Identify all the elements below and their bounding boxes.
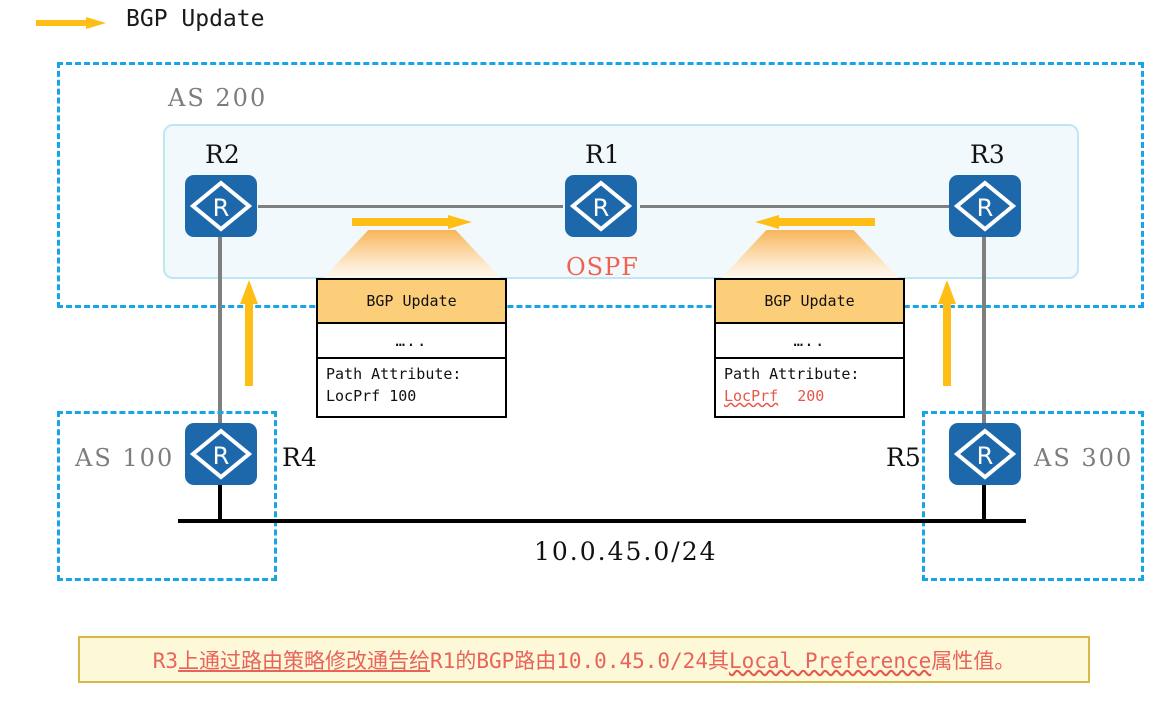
bgp-update-right-body: Path Attribute: LocPrf 200 (716, 359, 903, 416)
router-icon-r4[interactable]: R (185, 423, 257, 485)
caption-banner: R3上通过路由策略修改通告给R1的BGP路由10.0.45.0/24其Local… (78, 636, 1090, 683)
bgp-update-right-header: BGP Update (716, 280, 903, 324)
router-icon-r2[interactable]: R (185, 175, 257, 237)
as200-zone (57, 62, 1144, 308)
flow-arrow-up-left-icon (240, 280, 258, 386)
legend-label: BGP Update (126, 6, 265, 32)
as300-label: AS 300 (1034, 444, 1134, 472)
bgp-update-box-right[interactable]: BGP Update ….. Path Attribute: LocPrf 20… (714, 278, 905, 418)
svg-text:R: R (977, 442, 994, 470)
caption-part-route: 路由 (514, 648, 557, 673)
bgp-update-right-attr-value: 200 (797, 386, 825, 405)
flow-arrow-left-icon (755, 214, 875, 229)
flow-arrow-up-right-icon (938, 280, 956, 386)
bgp-update-right-attr-line: LocPrf 200 (724, 386, 895, 408)
as200-label: AS 200 (168, 84, 268, 112)
link-r3-r5 (982, 236, 986, 432)
bgp-update-right-attr-name: LocPrf (724, 386, 779, 405)
bgp-update-left-attr-line: LocPrf 100 (326, 386, 497, 408)
bgp-update-left-attr-value: 100 (389, 386, 417, 405)
ethernet-bus (178, 519, 1026, 523)
r3-label: R3 (970, 140, 1005, 169)
bgp-update-right-ellipsis: ….. (716, 324, 903, 359)
as100-label: AS 100 (75, 444, 175, 472)
router-icon-r5[interactable]: R (949, 423, 1021, 485)
caption-part-suffix: 属性值。 (931, 648, 1016, 673)
ospf-label: OSPF (566, 253, 639, 281)
caption-part-r1: R1 (430, 648, 456, 673)
bgp-update-left-attr-name: LocPrf (326, 386, 381, 405)
caption-part-de: 的 (455, 648, 477, 673)
bgp-update-left-ellipsis: ….. (318, 324, 505, 359)
caption-text: R3上通过路由策略修改通告给R1的BGP路由10.0.45.0/24其Local… (153, 645, 1016, 675)
bgp-update-left-attr-title: Path Attribute: (326, 365, 462, 383)
caption-part-prefix: 10.0.45.0/24 (556, 648, 708, 673)
drop-link-r5 (982, 485, 986, 522)
as100-zone (57, 411, 277, 581)
svg-text:R: R (593, 194, 610, 222)
link-r1-r3 (640, 205, 950, 208)
bgp-update-left-header: BGP Update (318, 280, 505, 324)
r1-label: R1 (585, 140, 620, 169)
caption-part-qi: 其 (707, 648, 729, 673)
svg-text:R: R (213, 442, 230, 470)
legend-arrow-icon (36, 14, 106, 29)
bgp-update-right-attr-title: Path Attribute: (724, 365, 860, 383)
r4-label: R4 (282, 443, 317, 472)
router-icon-r1[interactable]: R (565, 175, 637, 237)
svg-text:R: R (213, 194, 230, 222)
caption-part-bgp: BGP (476, 648, 515, 673)
caption-part-r3: R3 (152, 648, 179, 673)
drop-link-r4 (218, 485, 222, 522)
router-icon-r3[interactable]: R (949, 175, 1021, 237)
caption-part-cn1: 上通过路由策略修改通告给 (178, 648, 431, 673)
caption-part-localpref: Local Preference (728, 648, 932, 673)
subnet-label: 10.0.45.0/24 (534, 537, 718, 566)
r5-label: R5 (886, 443, 921, 472)
bgp-update-left-body: Path Attribute: LocPrf 100 (318, 359, 505, 416)
as200-inner-panel (163, 124, 1079, 279)
r2-label: R2 (205, 140, 240, 169)
link-r2-r4 (218, 236, 222, 432)
link-r2-r1 (258, 205, 563, 208)
svg-text:R: R (977, 194, 994, 222)
bgp-update-box-left[interactable]: BGP Update ….. Path Attribute: LocPrf 10… (316, 278, 507, 418)
flow-arrow-right-icon (352, 214, 472, 229)
as300-zone (922, 411, 1144, 581)
